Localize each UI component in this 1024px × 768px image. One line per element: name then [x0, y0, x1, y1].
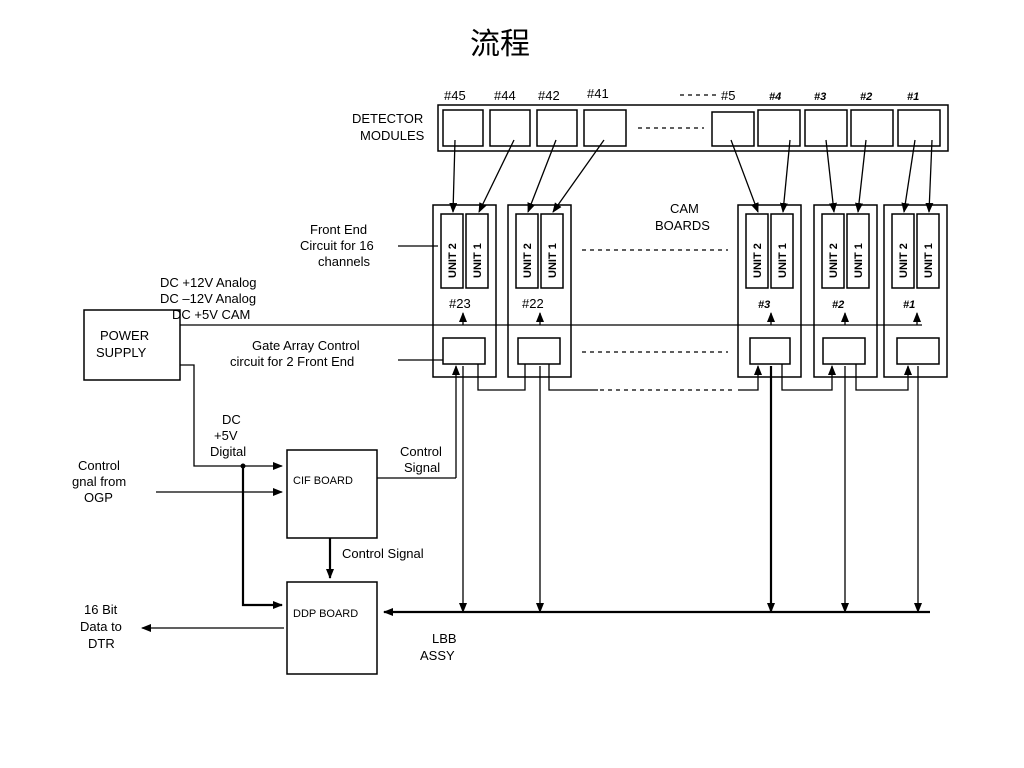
module-label: #1: [907, 91, 919, 103]
lbb-label: ASSY: [420, 648, 455, 663]
data-out-label: Data to: [80, 619, 122, 634]
detector-module-1: [897, 109, 941, 147]
gate-array-box: [442, 337, 486, 365]
detector-module-42: [536, 109, 578, 147]
daisy-chain: [855, 364, 912, 391]
detector-module-2: [850, 109, 894, 147]
unit-label: UNIT 1: [472, 243, 484, 278]
gate-array-label: circuit for 2 Front End: [230, 354, 354, 369]
cif-board-box: [286, 449, 378, 539]
lbb-drops: [459, 366, 922, 613]
detector-module-45: [442, 109, 484, 147]
power-rail-label: DC +5V CAM: [172, 307, 250, 322]
cam-boards-label: BOARDS: [655, 218, 710, 233]
detector-module-44: [489, 109, 531, 147]
module-label: #3: [814, 91, 826, 103]
module-label: #4: [769, 91, 781, 103]
cam-board-label: #22: [522, 296, 544, 311]
front-end-label: Front End: [310, 222, 367, 237]
power-bus-arrows: [459, 312, 921, 325]
cam-board-label: #3: [758, 299, 770, 311]
detector-module-5: [711, 111, 755, 147]
detector-label: MODULES: [360, 128, 425, 143]
gate-array-box: [896, 337, 940, 365]
page-title: 流程: [470, 27, 530, 62]
unit-label: UNIT 2: [828, 243, 840, 278]
dc-digital-label: DC: [222, 412, 241, 427]
module-label: #2: [860, 91, 872, 103]
daisy-chain: [738, 365, 762, 391]
cif-board-label: CIF BOARD: [293, 475, 353, 487]
gate-array-box: [517, 337, 561, 365]
module-label: #45: [444, 88, 466, 103]
digital-power-line: [180, 364, 283, 470]
front-end-label: Circuit for 16: [300, 238, 374, 253]
module-label: #44: [494, 88, 516, 103]
unit-slots: [440, 213, 940, 289]
gate-array-box: [822, 337, 866, 365]
lbb-label: LBB: [432, 631, 457, 646]
control-signal-label: Control: [400, 444, 442, 459]
digital-power-to-ddp: [241, 466, 283, 609]
unit-label: UNIT 1: [547, 243, 559, 278]
ddp-board-box: [286, 581, 378, 675]
unit-label: UNIT 1: [853, 243, 865, 278]
daisy-chain: [781, 364, 836, 391]
power-rail-label: DC +12V Analog: [160, 275, 256, 290]
front-end-label: channels: [318, 254, 371, 269]
power-supply-label: SUPPLY: [96, 345, 147, 360]
power-supply-box: [83, 309, 181, 381]
gate-array-box: [749, 337, 791, 365]
data-out-label: DTR: [88, 636, 115, 651]
cam-board-label: #23: [449, 296, 471, 311]
ogp-signal-label: Control: [78, 458, 120, 473]
daisy-chain: [548, 364, 598, 391]
module-label: #41: [587, 86, 609, 101]
detector-module-41: [583, 109, 627, 147]
unit-label: UNIT 2: [522, 243, 534, 278]
module-label: #42: [538, 88, 560, 103]
dc-digital-label: Digital: [210, 444, 246, 459]
cam-board-label: #2: [832, 299, 844, 311]
module-label: #5: [721, 88, 735, 103]
unit-label: UNIT 2: [447, 243, 459, 278]
unit-label: UNIT 2: [752, 243, 764, 278]
unit-label: UNIT 1: [923, 243, 935, 278]
unit-label: UNIT 1: [777, 243, 789, 278]
cam-boards-label: CAM: [670, 201, 699, 216]
detector-label: DETECTOR: [352, 111, 423, 126]
dc-digital-label: +5V: [214, 428, 238, 443]
unit-label: UNIT 2: [898, 243, 910, 278]
control-signal-label: Signal: [404, 460, 440, 475]
power-rail-label: DC –12V Analog: [160, 291, 256, 306]
ddp-board-label: DDP BOARD: [293, 608, 358, 620]
data-out-label: 16 Bit: [84, 602, 118, 617]
cam-board-label: #1: [903, 299, 915, 311]
detector-to-unit-arrows: [449, 139, 934, 213]
power-supply-label: POWER: [100, 328, 149, 343]
gate-array-label: Gate Array Control: [252, 338, 360, 353]
control-signal-2-label: Control Signal: [342, 546, 424, 561]
daisy-chain: [477, 364, 526, 391]
detector-module-4: [757, 109, 801, 147]
ogp-signal-label: OGP: [84, 490, 113, 505]
ogp-signal-label: gnal from: [72, 474, 126, 489]
